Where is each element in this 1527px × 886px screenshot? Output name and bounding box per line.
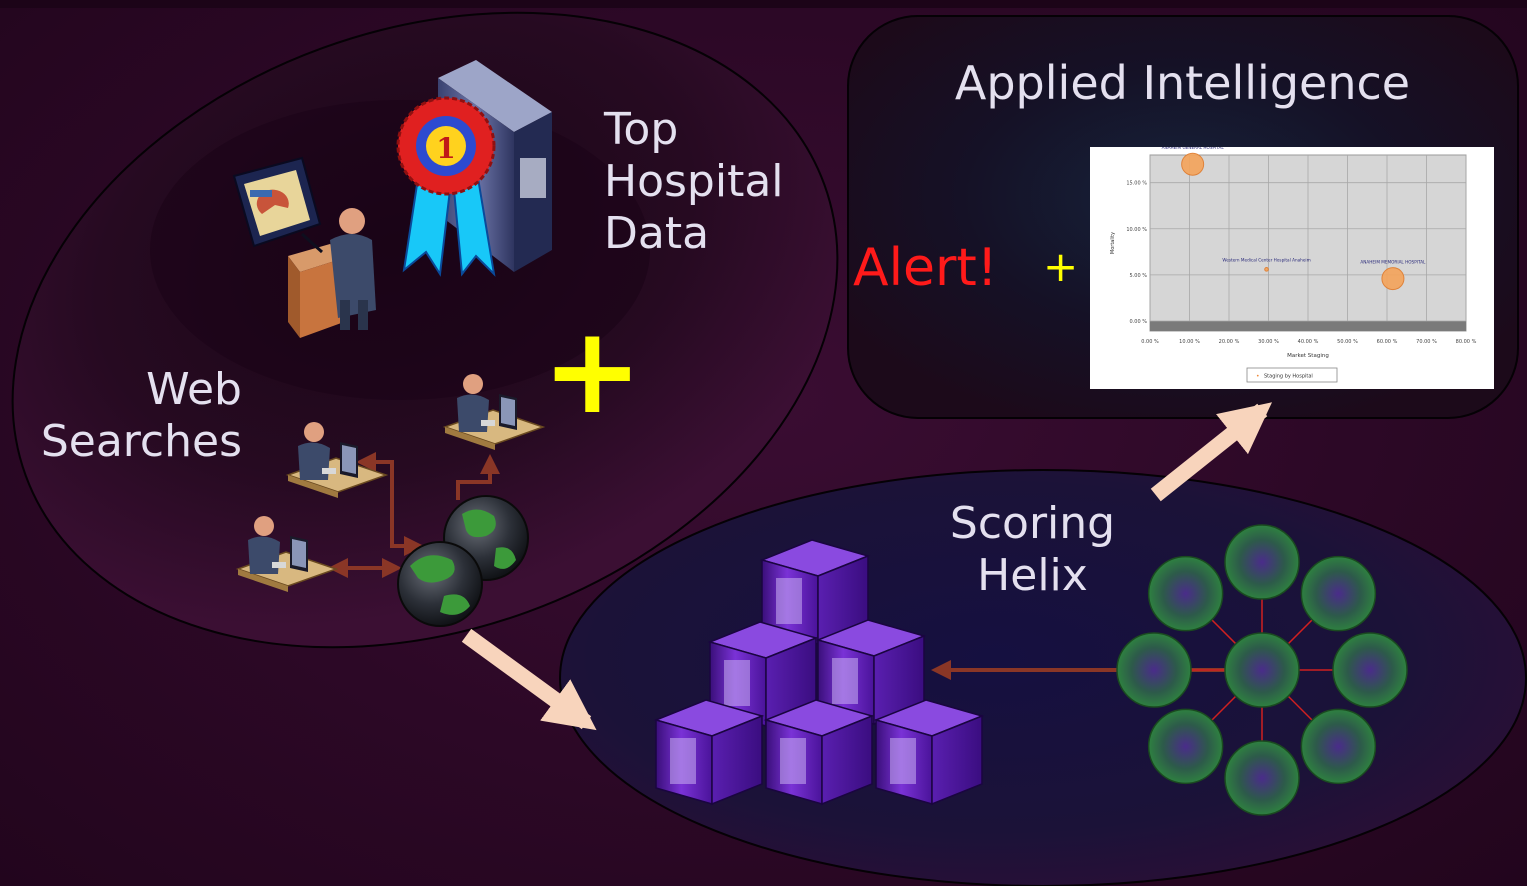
plot-floor — [1150, 321, 1466, 331]
network-node — [1147, 708, 1224, 785]
data-point-label: ANAHEIM GENERAL HOSPITAL — [1162, 147, 1225, 150]
legend-label: Staging by Hospital — [1264, 374, 1313, 380]
x-tick-label: 70.00 % — [1416, 339, 1437, 345]
presenter-at-podium-icon — [232, 156, 376, 338]
plus-sign-large: + — [542, 302, 643, 441]
y-axis-label: Mortality — [1110, 232, 1116, 254]
data-point — [1264, 267, 1269, 272]
x-tick-label: 50.00 % — [1337, 339, 1358, 345]
web-searches-label: Web Searches — [30, 364, 242, 468]
network-node — [1300, 708, 1377, 785]
top-hospital-data-label: Top Hospital Data — [604, 104, 784, 260]
alert-label: Alert! — [853, 238, 998, 298]
server-cube — [873, 699, 985, 806]
x-tick-label: 20.00 % — [1219, 339, 1240, 345]
award-ribbon-server-icon: 1 — [396, 60, 552, 277]
flow-arrow-to-intelligence — [1150, 402, 1273, 502]
x-axis-label: Market Staging — [1287, 353, 1329, 359]
flow-arrow-to-helix — [461, 628, 597, 731]
top-hospital-data-line-3: Data — [604, 207, 710, 259]
server-cube — [653, 699, 765, 806]
x-tick-label: 0.00 % — [1141, 339, 1159, 345]
ribbon-number: 1 — [436, 132, 455, 165]
y-tick-label: 0.00 % — [1130, 319, 1148, 325]
x-tick-label: 30.00 % — [1258, 339, 1279, 345]
scatter-chart-svg: 0.00 % 10.00 % 20.00 % 30.00 % 40.00 % 50.00 … — [1110, 145, 1477, 383]
data-points: ANAHEIM GENERAL HOSPITAL Western Medical … — [1162, 145, 1426, 291]
web-searches-line-2: Searches — [40, 415, 242, 467]
network-node — [1332, 632, 1408, 708]
network-node — [1224, 740, 1300, 816]
top-hospital-data-line-1: Top — [604, 104, 679, 155]
top-hospital-data-line-2: Hospital — [604, 155, 784, 207]
user-at-computer-icon — [235, 516, 339, 592]
server-cube — [759, 539, 871, 646]
network-hub-node — [1224, 632, 1300, 708]
x-tick-label: 40.00 % — [1298, 339, 1319, 345]
scoring-helix-line-2: Helix — [977, 549, 1088, 601]
data-point-label: Western Medical Center Hospital Anaheim — [1222, 257, 1310, 262]
server-cube — [763, 699, 875, 806]
network-node-icon — [1116, 524, 1408, 816]
network-node — [1147, 555, 1224, 632]
data-point — [1381, 267, 1405, 291]
y-tick-label: 5.00 % — [1130, 273, 1148, 279]
user-at-computer-icon — [285, 422, 389, 498]
server-stack-icon — [653, 539, 985, 806]
x-tick-label: 60.00 % — [1377, 339, 1398, 345]
server-cube — [815, 619, 927, 726]
top-band — [0, 0, 1527, 8]
y-tick-label: 10.00 % — [1126, 227, 1147, 233]
legend-marker: • — [1256, 373, 1260, 380]
globe-icon — [397, 541, 483, 627]
scoring-helix-label: Scoring Helix — [910, 498, 1155, 602]
grid-lines — [1149, 155, 1467, 322]
x-tick-labels: 0.00 % 10.00 % 20.00 % 30.00 % 40.00 % 50.00 … — [1141, 339, 1476, 345]
y-tick-labels: 0.00 % 5.00 % 10.00 % 15.00 % — [1126, 181, 1147, 325]
data-point — [1181, 152, 1205, 176]
web-searches-line-1: Web — [146, 364, 242, 415]
legend-box — [1246, 367, 1338, 383]
network-node — [1300, 555, 1377, 632]
network-links — [328, 452, 500, 578]
network-node — [1224, 524, 1300, 600]
user-at-computer-icon — [442, 374, 546, 450]
y-tick-label: 15.00 % — [1126, 181, 1147, 187]
plus-sign-small: + — [1043, 242, 1079, 291]
x-tick-label: 10.00 % — [1179, 339, 1200, 345]
applied-intelligence-title: Applied Intelligence — [954, 56, 1411, 110]
x-tick-label: 80.00 % — [1456, 339, 1477, 345]
scoring-helix-line-1: Scoring — [949, 498, 1116, 549]
data-point-label: ANAHEIM MEMORIAL HOSPITAL — [1360, 260, 1426, 265]
network-node — [1116, 632, 1192, 708]
scatter-chart: 0.00 % 10.00 % 20.00 % 30.00 % 40.00 % 50.00 … — [1090, 145, 1494, 389]
